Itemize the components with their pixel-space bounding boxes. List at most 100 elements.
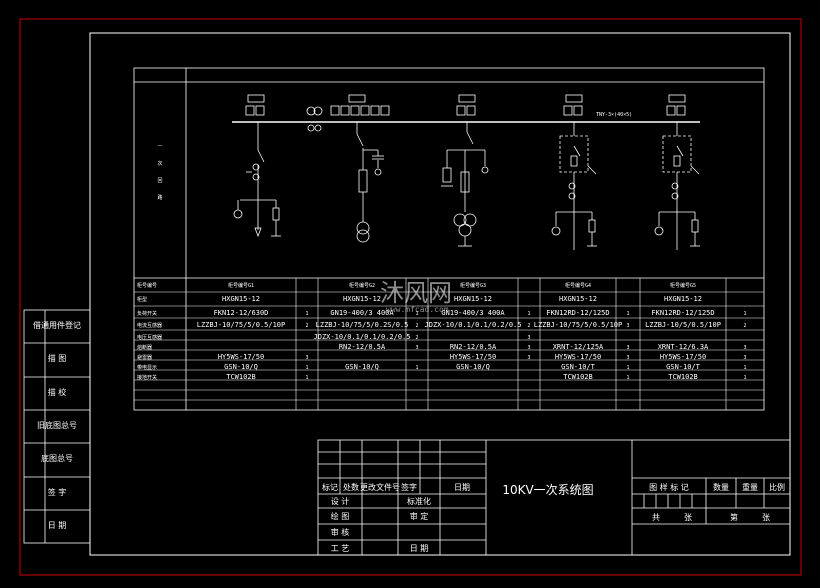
svg-text:次: 次 [157, 160, 162, 167]
panel-g5-circuit [654, 94, 700, 250]
side-labels: 借通用件登记 描 图 描 校 旧底图总号 底图总号 签 字 日 期 [33, 320, 81, 530]
svg-text:审 核: 审 核 [331, 527, 350, 537]
table-cell: JDZX-10/0.1/0.1/0.2/0.5 [425, 321, 522, 329]
table-row-label: 避雷器 [137, 354, 152, 361]
table-cell: GSN-10/T [561, 363, 596, 371]
table-cell: TCW102B [668, 373, 698, 381]
table-qty: 1 [743, 311, 746, 317]
svg-text:更改文件号: 更改文件号 [360, 482, 400, 492]
table-panel-headers: 柜号编号G1 柜号编号G2 柜号编号G3 柜号编号G4 柜号编号G5 [228, 282, 696, 289]
table-cell: GN19-400/3 400A [330, 309, 394, 317]
svg-text:路: 路 [157, 194, 162, 201]
table-row-label: 柜号编号 [137, 282, 157, 289]
diagram-frame [133, 67, 765, 411]
bus-label: TNY-3×(40×5) [596, 112, 632, 118]
table-cell: XRNT-12/6.3A [658, 343, 709, 351]
table-panel-header: 柜号编号G4 [565, 282, 591, 289]
svg-text:日期: 日期 [454, 483, 470, 492]
table-qty: 3 [415, 345, 418, 351]
table-qty: 3 [743, 345, 746, 351]
table-cell: HY5WS-17/50 [218, 353, 264, 361]
table-qty: 2 [527, 323, 530, 329]
equipment-table-grid [134, 278, 764, 410]
table-qty: 1 [415, 365, 418, 371]
side-label: 描 图 [48, 353, 67, 363]
svg-text:重量: 重量 [742, 482, 758, 492]
table-panel-header: 柜号编号G2 [349, 282, 375, 289]
table-qty: 3 [527, 335, 530, 341]
svg-text:比例: 比例 [769, 482, 785, 492]
svg-text:设 计: 设 计 [331, 496, 350, 506]
svg-text:图 样 标 记: 图 样 标 记 [649, 482, 689, 492]
table-row-label: 电流互感器 [137, 322, 162, 329]
table-qty: 1 [743, 365, 746, 371]
table-qty: 3 [626, 323, 629, 329]
table-cell: LZZBJ-10/5/0.5/10P [645, 321, 721, 329]
table-qty: 1 [305, 365, 308, 371]
watermark-logo: 沐风网 [380, 279, 452, 307]
table-qty: 1 [415, 311, 418, 317]
table-qty: 3 [743, 355, 746, 361]
table-cell: GSN-10/Q [345, 363, 379, 371]
table-cell: LZZBJ-10/75/5/0.5/10P [197, 321, 286, 329]
table-cell: HXGN15-12 [664, 295, 702, 303]
table-qty: 1 [305, 375, 308, 381]
table-cell: GSN-10/Q [224, 363, 258, 371]
table-panel-header: 柜号编号G3 [460, 282, 486, 289]
table-panel-header: 柜号编号G1 [228, 282, 254, 289]
left-column-label: 一 次 回 路 [157, 144, 162, 201]
table-cell: HY5WS-17/50 [555, 353, 601, 361]
table-cell: LZZBJ-10/75/5/0.5/10P [534, 321, 623, 329]
title-block-text: 标记 处数 更改文件号 签字 日期 设 计 绘 图 审 核 工 艺 标准化 审 … [322, 482, 785, 553]
table-row-label: 熔断器 [137, 344, 152, 351]
table-row-label: 柜型 [137, 296, 147, 303]
table-cell: RN2-12/0.5A [450, 343, 497, 351]
table-cell: GN19-400/3 400A [441, 309, 505, 317]
table-cell: FKN12-12/630D [214, 309, 269, 317]
table-cell: HXGN15-12 [454, 295, 492, 303]
side-label: 签 字 [48, 487, 67, 497]
svg-text:审 定: 审 定 [410, 511, 429, 521]
table-cell: LZZBJ-10/75/5/0.2S/0.5 [316, 321, 409, 329]
table-qty: 1 [743, 375, 746, 381]
table-row-label: 负荷开关 [137, 310, 157, 317]
table-qty: 2 [415, 323, 418, 329]
table-qty: 2 [415, 335, 418, 341]
drawing-title: 10KV一次系统图 [502, 483, 593, 497]
table-row-label: 电压互感器 [137, 334, 162, 341]
side-label: 旧底图总号 [37, 420, 77, 430]
svg-text:处数: 处数 [343, 482, 359, 492]
table-qty: 3 [305, 355, 308, 361]
table-cell: GSN-10/Q [456, 363, 490, 371]
panel-g3-circuit [441, 94, 489, 247]
table-qty: 1 [626, 375, 629, 381]
watermark-url: www.mfcad.com [386, 305, 449, 314]
side-label-column [23, 309, 91, 544]
svg-text:共: 共 [652, 513, 660, 522]
table-qty: 3 [527, 355, 530, 361]
panel-g2-circuit [306, 94, 390, 243]
table-cell: HXGN15-12 [343, 295, 381, 303]
table-row-label: 带电显示 [137, 364, 157, 371]
svg-text:数量: 数量 [713, 482, 729, 492]
table-qty: 1 [626, 365, 629, 371]
table-qty: 3 [626, 355, 629, 361]
table-cell: JDZX-10/0.1/0.1/0.2/0.5 [314, 333, 411, 341]
table-cell: TCW102B [563, 373, 593, 381]
svg-text:张: 张 [762, 513, 770, 522]
table-panel-header: 柜号编号G5 [670, 282, 696, 289]
side-label: 借通用件登记 [33, 320, 81, 330]
table-qty: 2 [305, 323, 308, 329]
table-cell: GSN-10/T [666, 363, 701, 371]
table-cell: HXGN15-12 [222, 295, 260, 303]
svg-text:工 艺: 工 艺 [331, 544, 350, 553]
svg-text:绘 图: 绘 图 [331, 511, 350, 521]
side-label: 日 期 [48, 521, 67, 530]
table-qty: 3 [626, 345, 629, 351]
svg-text:标记: 标记 [322, 482, 338, 492]
table-cell: FKN12RD-12/125D [546, 309, 609, 317]
svg-text:标准化: 标准化 [407, 496, 431, 506]
